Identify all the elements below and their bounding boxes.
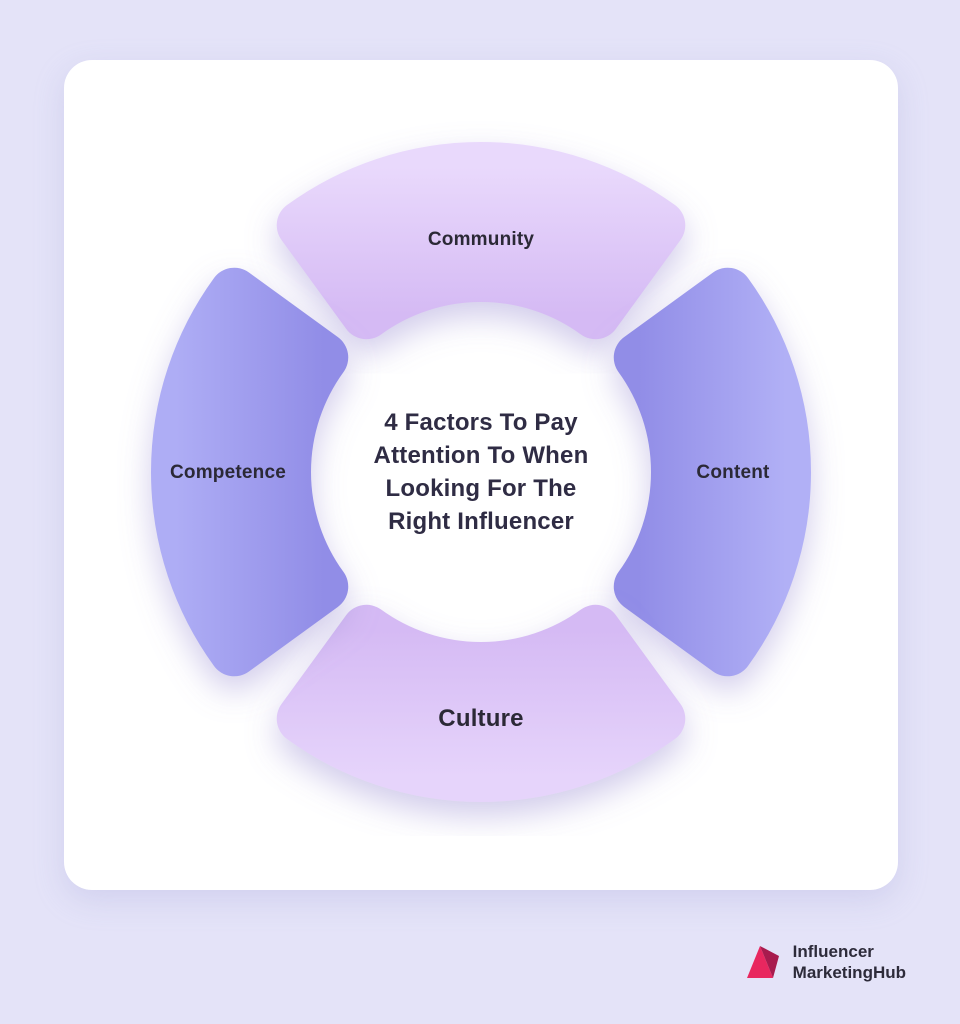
logo-text-marketinghub: MarketingHub	[792, 963, 906, 982]
segment-arc-right	[613, 267, 811, 677]
donut-diagram: Community Content Culture Competence 4 F…	[131, 122, 831, 822]
center-title-line: Right Influencer	[388, 508, 574, 536]
segment-arc-left	[151, 267, 349, 677]
center-title: 4 Factors To Pay Attention To When Looki…	[331, 406, 631, 538]
donut-segments-svg	[151, 142, 811, 802]
infographic-card: Community Content Culture Competence 4 F…	[64, 60, 898, 890]
center-title-line: Looking For The	[385, 475, 577, 502]
segment-arc-bottom	[276, 604, 686, 802]
segment-label-competence: Competence	[169, 462, 287, 483]
segment-label-community: Community	[427, 229, 535, 250]
logo-text-influencer: Influencer	[792, 941, 874, 961]
logo-text: Influencer MarketingHub	[793, 941, 906, 984]
segment-label-content: Content	[696, 462, 770, 483]
brand-logo: Influencer MarketingHub	[741, 940, 906, 984]
logo-icon-shape-dark	[759, 946, 779, 978]
segment-arc-top	[276, 142, 686, 340]
influencer-marketinghub-logo-icon	[746, 946, 779, 978]
segment-label-culture: Culture	[438, 705, 524, 732]
logo-icon-shape-primary	[746, 946, 773, 978]
center-title-line: Attention To When	[373, 441, 589, 469]
center-title-line: 4 Factors To Pay	[384, 408, 578, 436]
